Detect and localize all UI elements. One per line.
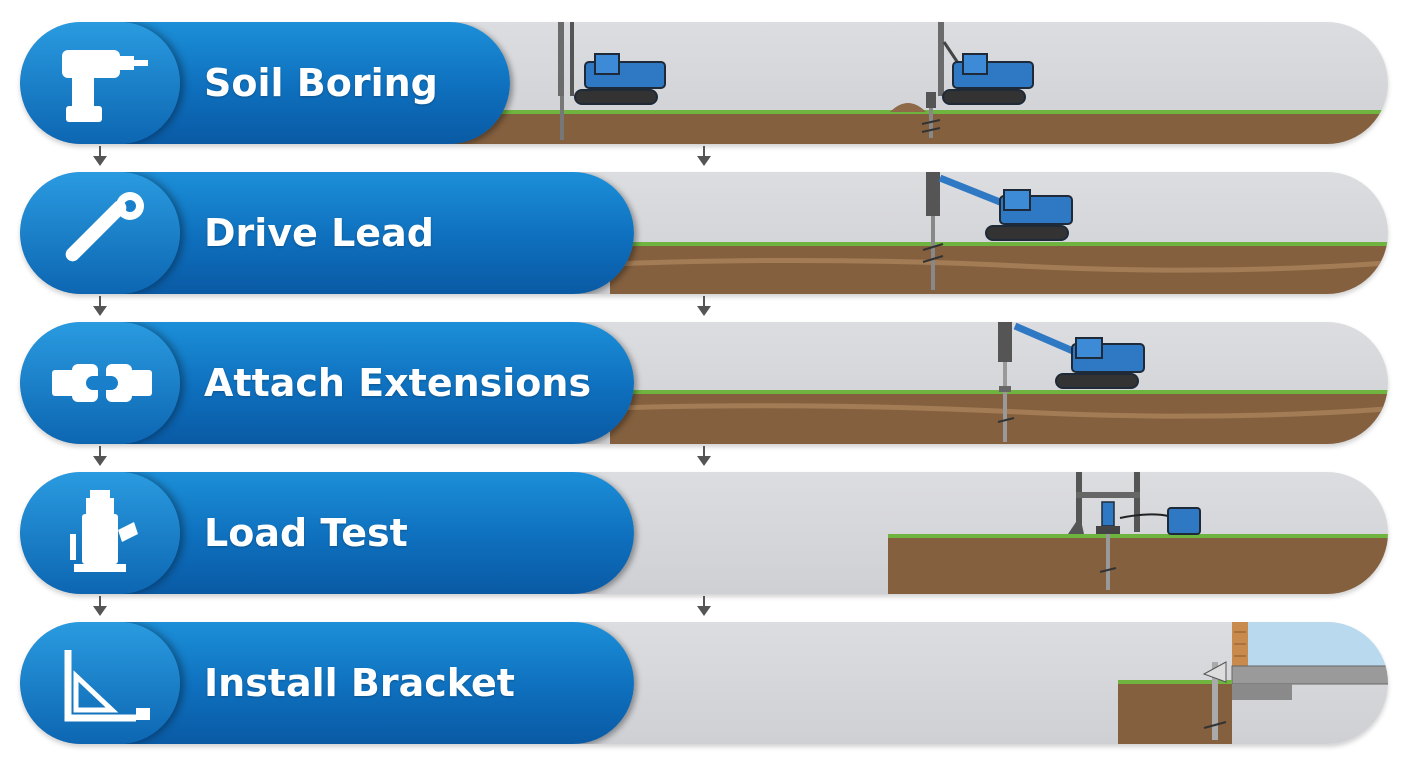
down-arrow-icon — [93, 596, 107, 616]
drive-rig — [922, 172, 1073, 290]
icon-badge — [20, 472, 180, 594]
step-install-bracket: Install Bracket — [20, 622, 1388, 744]
step-soil-boring: Soil Boring — [20, 22, 1388, 144]
icon-badge — [20, 622, 180, 744]
drill-rig-2 — [890, 22, 1034, 138]
attach-extensions-scene — [609, 322, 1388, 444]
soil-boring-scene — [440, 22, 1388, 144]
install-bracket-scene — [1118, 622, 1388, 744]
down-arrow-icon — [93, 146, 107, 166]
step-attach-extensions: Attach Extensions — [20, 322, 1388, 444]
extension-rig — [997, 322, 1145, 442]
step-label: Load Test — [204, 511, 408, 555]
load-test-frame — [1068, 472, 1201, 590]
drive-lead-scene — [609, 172, 1388, 294]
down-arrow-icon — [93, 446, 107, 466]
step-load-test: Load Test — [20, 472, 1388, 594]
load-test-scene — [888, 472, 1388, 594]
pier-bracket — [1202, 661, 1227, 740]
down-arrow-icon — [697, 446, 711, 466]
hydraulic-jack-icon — [70, 490, 138, 572]
drill-rig-1 — [558, 22, 666, 140]
coupler-icon — [52, 364, 152, 402]
step-drive-lead: Drive Lead — [20, 172, 1388, 294]
wrench-icon — [65, 192, 144, 262]
step-label: Attach Extensions — [204, 361, 592, 405]
step-label: Drive Lead — [204, 211, 434, 255]
down-arrow-icon — [697, 596, 711, 616]
drill-icon — [62, 50, 148, 122]
icon-badge — [20, 172, 180, 294]
icon-badge — [20, 22, 180, 144]
step-label: Install Bracket — [204, 661, 515, 705]
icon-badge — [20, 322, 180, 444]
step-label: Soil Boring — [204, 61, 438, 105]
bracket-icon — [64, 650, 150, 722]
down-arrow-icon — [93, 296, 107, 316]
down-arrow-icon — [697, 296, 711, 316]
down-arrow-icon — [697, 146, 711, 166]
